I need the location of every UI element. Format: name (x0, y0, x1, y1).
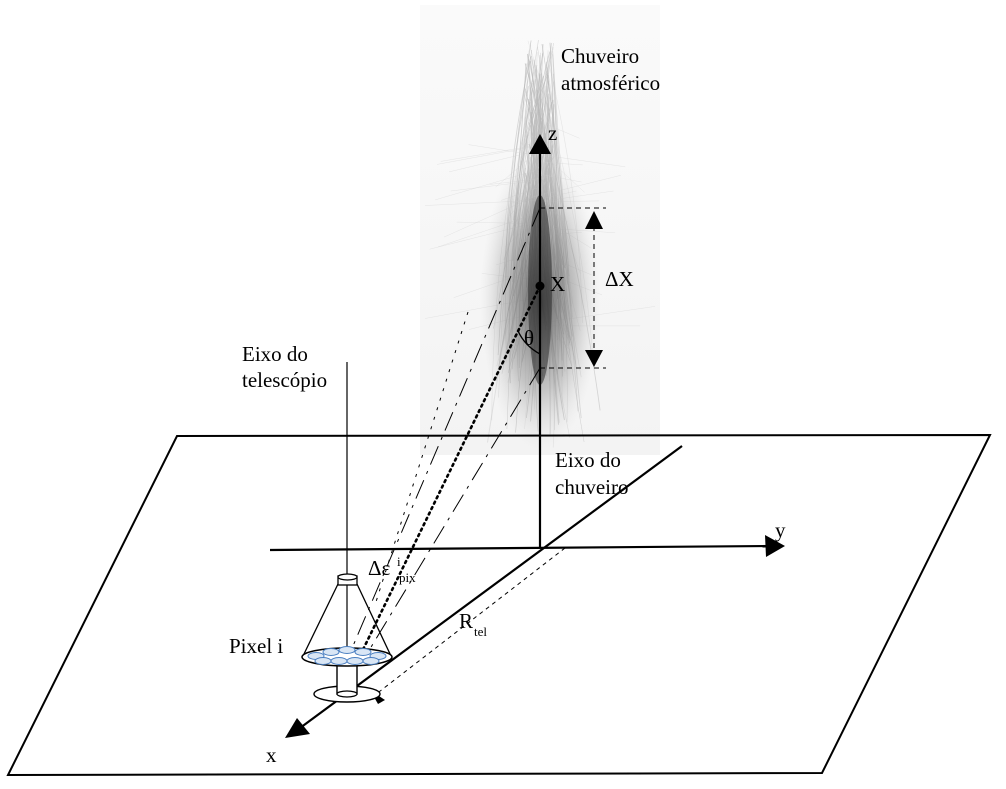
y-axis-arrowhead (765, 535, 785, 557)
delta-epsilon-main: Δε (368, 556, 391, 580)
telescope-cone-left (302, 583, 339, 657)
r-tel-label: R tel (459, 609, 487, 639)
ground-plane (6, 433, 992, 777)
telescope-axis-label-line2: telescópio (242, 368, 327, 392)
shower-title-line1: Chuveiro (561, 44, 639, 68)
shower-title-line2: atmosférico (561, 71, 660, 95)
mirror-facet (314, 657, 332, 665)
shower-axis-label-line1: Eixo do (555, 448, 621, 472)
delta-x-arrow-down (585, 350, 603, 367)
x-axis-label: x (266, 743, 277, 767)
z-axis-label: z (548, 121, 557, 145)
telescope-camera-top (337, 573, 358, 581)
pixel-i-label: Pixel i (229, 634, 283, 658)
delta-x-arrow-up (585, 211, 603, 229)
mirror-facet (338, 646, 356, 654)
r-tel-subscript: tel (474, 624, 487, 639)
shower-branch (468, 144, 535, 156)
point-x-label: X (550, 272, 565, 296)
y-axis-label: y (775, 518, 786, 542)
delta-x-label: ΔX (605, 267, 634, 291)
telescope-cone-right (356, 583, 392, 657)
telescope-pedestal (336, 663, 358, 695)
r-tel-main: R (459, 609, 473, 633)
shower-axis-label-line2: chuveiro (555, 475, 628, 499)
y-axis-line (269, 544, 771, 552)
theta-angle-arc (517, 330, 541, 355)
mirror-facet (322, 648, 340, 656)
mirror-facet (330, 657, 348, 665)
x-axis-line (299, 445, 683, 729)
mirror-facet (354, 648, 372, 656)
shower-branch (448, 151, 533, 173)
telescope-axis-label-line1: Eixo do (242, 342, 308, 366)
shower-branch (437, 145, 541, 165)
mirror-facets (307, 646, 387, 665)
z-axis-arrowhead (529, 134, 551, 154)
delta-epsilon-subscript: pix (399, 570, 416, 585)
delta-epsilon-pixel-label: Δε i pix (368, 554, 416, 585)
pixel-fov-outer-boundary (346, 207, 541, 661)
theta-label: θ (524, 326, 534, 350)
pixel-fov-mid-ray (374, 311, 469, 606)
mirror-facet (362, 657, 380, 665)
shower-branch (546, 123, 580, 139)
r-tel-dimension-line (374, 547, 566, 696)
telescope (301, 573, 393, 703)
shower-branch (440, 143, 547, 162)
delta-epsilon-superscript: i (397, 554, 401, 569)
line-of-sight-to-x (354, 284, 542, 666)
telescope-pedestal-bottom (336, 690, 358, 698)
mirror-facet (346, 657, 364, 665)
pixel-fov-inner-boundary (361, 367, 541, 663)
x-axis-arrowhead (285, 718, 310, 738)
